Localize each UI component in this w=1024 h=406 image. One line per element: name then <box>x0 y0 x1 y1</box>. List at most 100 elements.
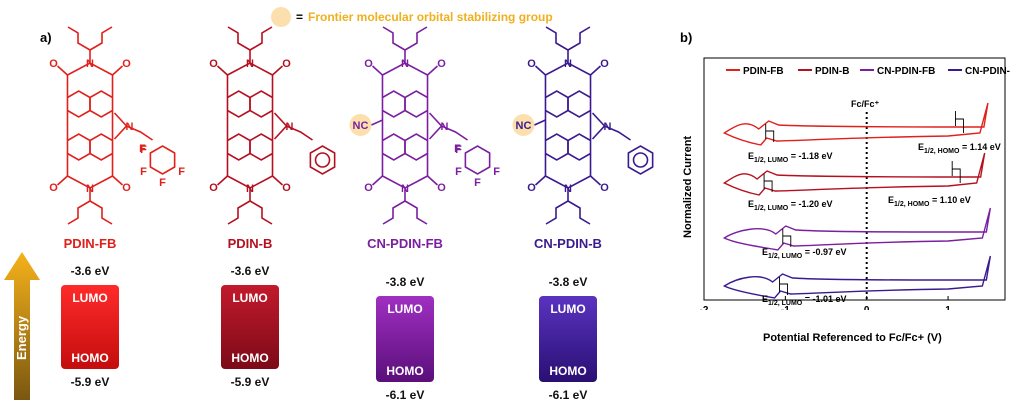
atom-label: O <box>49 182 58 194</box>
lumo-energy: -3.6 eV <box>70 264 110 278</box>
atom-label: F <box>140 144 147 156</box>
molecule-name: CN-PDIN-FB <box>367 236 443 251</box>
atom-label: O <box>49 58 58 70</box>
atom-label: O <box>364 58 373 70</box>
x-tick-label: 0 <box>864 305 870 310</box>
atom-label: O <box>600 182 609 194</box>
atom-label: N <box>86 183 94 195</box>
homo-energy: -6.1 eV <box>548 388 588 402</box>
y-axis-label: Normalized Current <box>682 135 694 238</box>
orbital-bar: LUMO HOMO <box>376 296 434 382</box>
atom-label: O <box>282 58 291 70</box>
molecule-name: CN-PDIN-B <box>534 236 602 251</box>
atom-label: O <box>437 58 446 70</box>
atom-label: O <box>527 182 536 194</box>
atom-label: N <box>401 58 409 70</box>
lumo-annotation-1: E1/2, LUMO = -1.18 eV <box>748 151 833 164</box>
atom-label: O <box>364 182 373 194</box>
atom-label: N <box>126 121 134 133</box>
lumo-annotation-3: E1/2, LUMO = -0.97 eV <box>762 247 847 260</box>
atom-label: F <box>140 166 147 178</box>
orbital-bar: LUMO HOMO <box>539 296 597 382</box>
panel-b-label: b) <box>680 30 693 45</box>
atom-label: F <box>455 166 462 178</box>
e-half-marker <box>763 174 773 192</box>
legend-text: Frontier molecular orbital stabilizing g… <box>308 10 553 24</box>
panel-a-label: a) <box>40 30 52 45</box>
homo-annotation-1: E1/2, HOMO = 1.14 eV <box>918 142 1001 155</box>
lumo-label: LUMO <box>72 291 108 305</box>
atom-label: N <box>246 183 254 195</box>
cv-trace <box>722 207 992 251</box>
atom-label: N <box>401 183 409 195</box>
plot-frame <box>703 57 1006 301</box>
x-tick-label: -2 <box>700 305 709 310</box>
atom-label: NC <box>516 120 532 132</box>
atom-label: N <box>246 58 254 70</box>
atom-label: O <box>122 58 131 70</box>
atom-label: F <box>139 143 146 155</box>
homo-label: HOMO <box>549 364 587 378</box>
atom-label: N <box>441 121 449 133</box>
atom-label: F <box>455 144 462 156</box>
atom-label: O <box>527 58 536 70</box>
legend-equals: = <box>296 10 304 24</box>
atom-label: O <box>122 182 131 194</box>
atom-label: N <box>564 183 572 195</box>
homo-label: HOMO <box>231 351 269 365</box>
e-half-marker-homo <box>954 111 964 133</box>
e-half-marker <box>765 124 775 142</box>
cv-trace <box>722 255 992 299</box>
molecule-structure: N N N O O O O NC <box>512 26 654 225</box>
homo-energy: -5.9 eV <box>70 375 110 389</box>
atom-label: O <box>600 58 609 70</box>
atom-label: N <box>564 58 572 70</box>
atom-label: F <box>474 177 481 189</box>
atom-label: NC <box>353 120 369 132</box>
homo-label: HOMO <box>386 364 424 378</box>
atom-label: N <box>604 121 612 133</box>
legend-entry: CN-PDIN-FB <box>877 66 935 77</box>
lumo-label: LUMO <box>550 302 586 316</box>
energy-axis-label: Energy <box>14 315 29 360</box>
homo-annotation-2: E1/2, HOMO = 1.10 eV <box>888 195 971 208</box>
cn-highlight <box>349 114 372 136</box>
atom-label: F <box>178 166 185 178</box>
cv-trace <box>722 102 989 146</box>
molecule-name: PDIN-FB <box>63 236 117 251</box>
atom-label: F <box>454 143 461 155</box>
legend-entry: PDIN-FB <box>743 66 784 77</box>
atom-label: O <box>209 58 218 70</box>
lumo-annotation-4: E1/2, LUMO = -1.01 eV <box>762 294 847 307</box>
lumo-energy: -3.8 eV <box>385 275 425 289</box>
x-tick-label: -1 <box>781 305 790 310</box>
stabilizing-group-swatch <box>271 7 291 27</box>
x-tick-label: 1 <box>945 305 951 310</box>
atom-label: O <box>437 182 446 194</box>
atom-label: F <box>159 177 166 189</box>
atom-label: O <box>282 182 291 194</box>
x-axis-label: Potential Referenced to Fc/Fc+ (V) <box>763 332 942 344</box>
cn-highlight <box>512 114 535 136</box>
lumo-annotation-2: E1/2, LUMO = -1.20 eV <box>748 199 833 212</box>
cv-trace <box>722 152 986 196</box>
atom-label: F <box>493 166 500 178</box>
lumo-energy: -3.8 eV <box>548 275 588 289</box>
cv-plot: -2 -1 0 1 PDIN-FB PDIN-B CN-PDIN-FB CN-PDIN-B <box>700 57 1010 310</box>
homo-energy: -5.9 eV <box>230 375 270 389</box>
e-half-marker-homo <box>951 161 961 183</box>
atom-label: N <box>86 58 94 70</box>
lumo-energy: -3.6 eV <box>230 264 270 278</box>
legend-entry: CN-PDIN-B <box>965 66 1010 77</box>
legend-entry: PDIN-B <box>815 66 849 77</box>
fc-label: Fc/Fc⁺ <box>851 99 880 109</box>
lumo-label: LUMO <box>387 302 423 316</box>
e-half-marker <box>782 229 792 247</box>
molecule-name: PDIN-B <box>227 236 273 251</box>
